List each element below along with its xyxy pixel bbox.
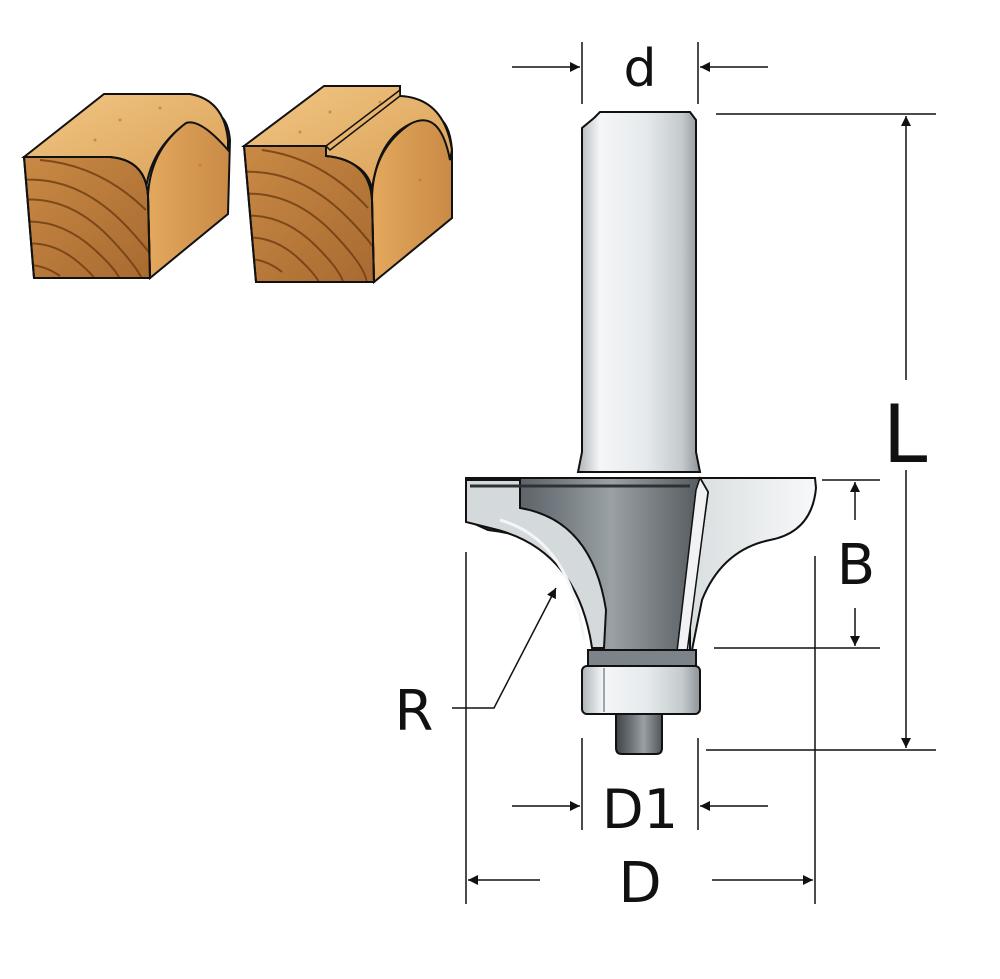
bit-right-wing [689,477,818,661]
wood-sample-beaded-edge [241,85,454,285]
bearing [581,665,701,715]
bearing-screw [615,713,663,755]
bit-collar [587,649,697,667]
bit-shank [576,111,702,473]
label-L: L [883,388,928,481]
router-bit [465,111,818,755]
label-D: D [618,851,661,916]
dimension-lines [452,42,936,904]
label-d: d [623,39,656,99]
bit-carbide-blade [465,479,608,649]
label-R: R [395,679,434,744]
label-B: B [837,533,875,598]
wood-sample-rounded-edge [21,93,232,281]
label-D1: D1 [602,778,678,841]
